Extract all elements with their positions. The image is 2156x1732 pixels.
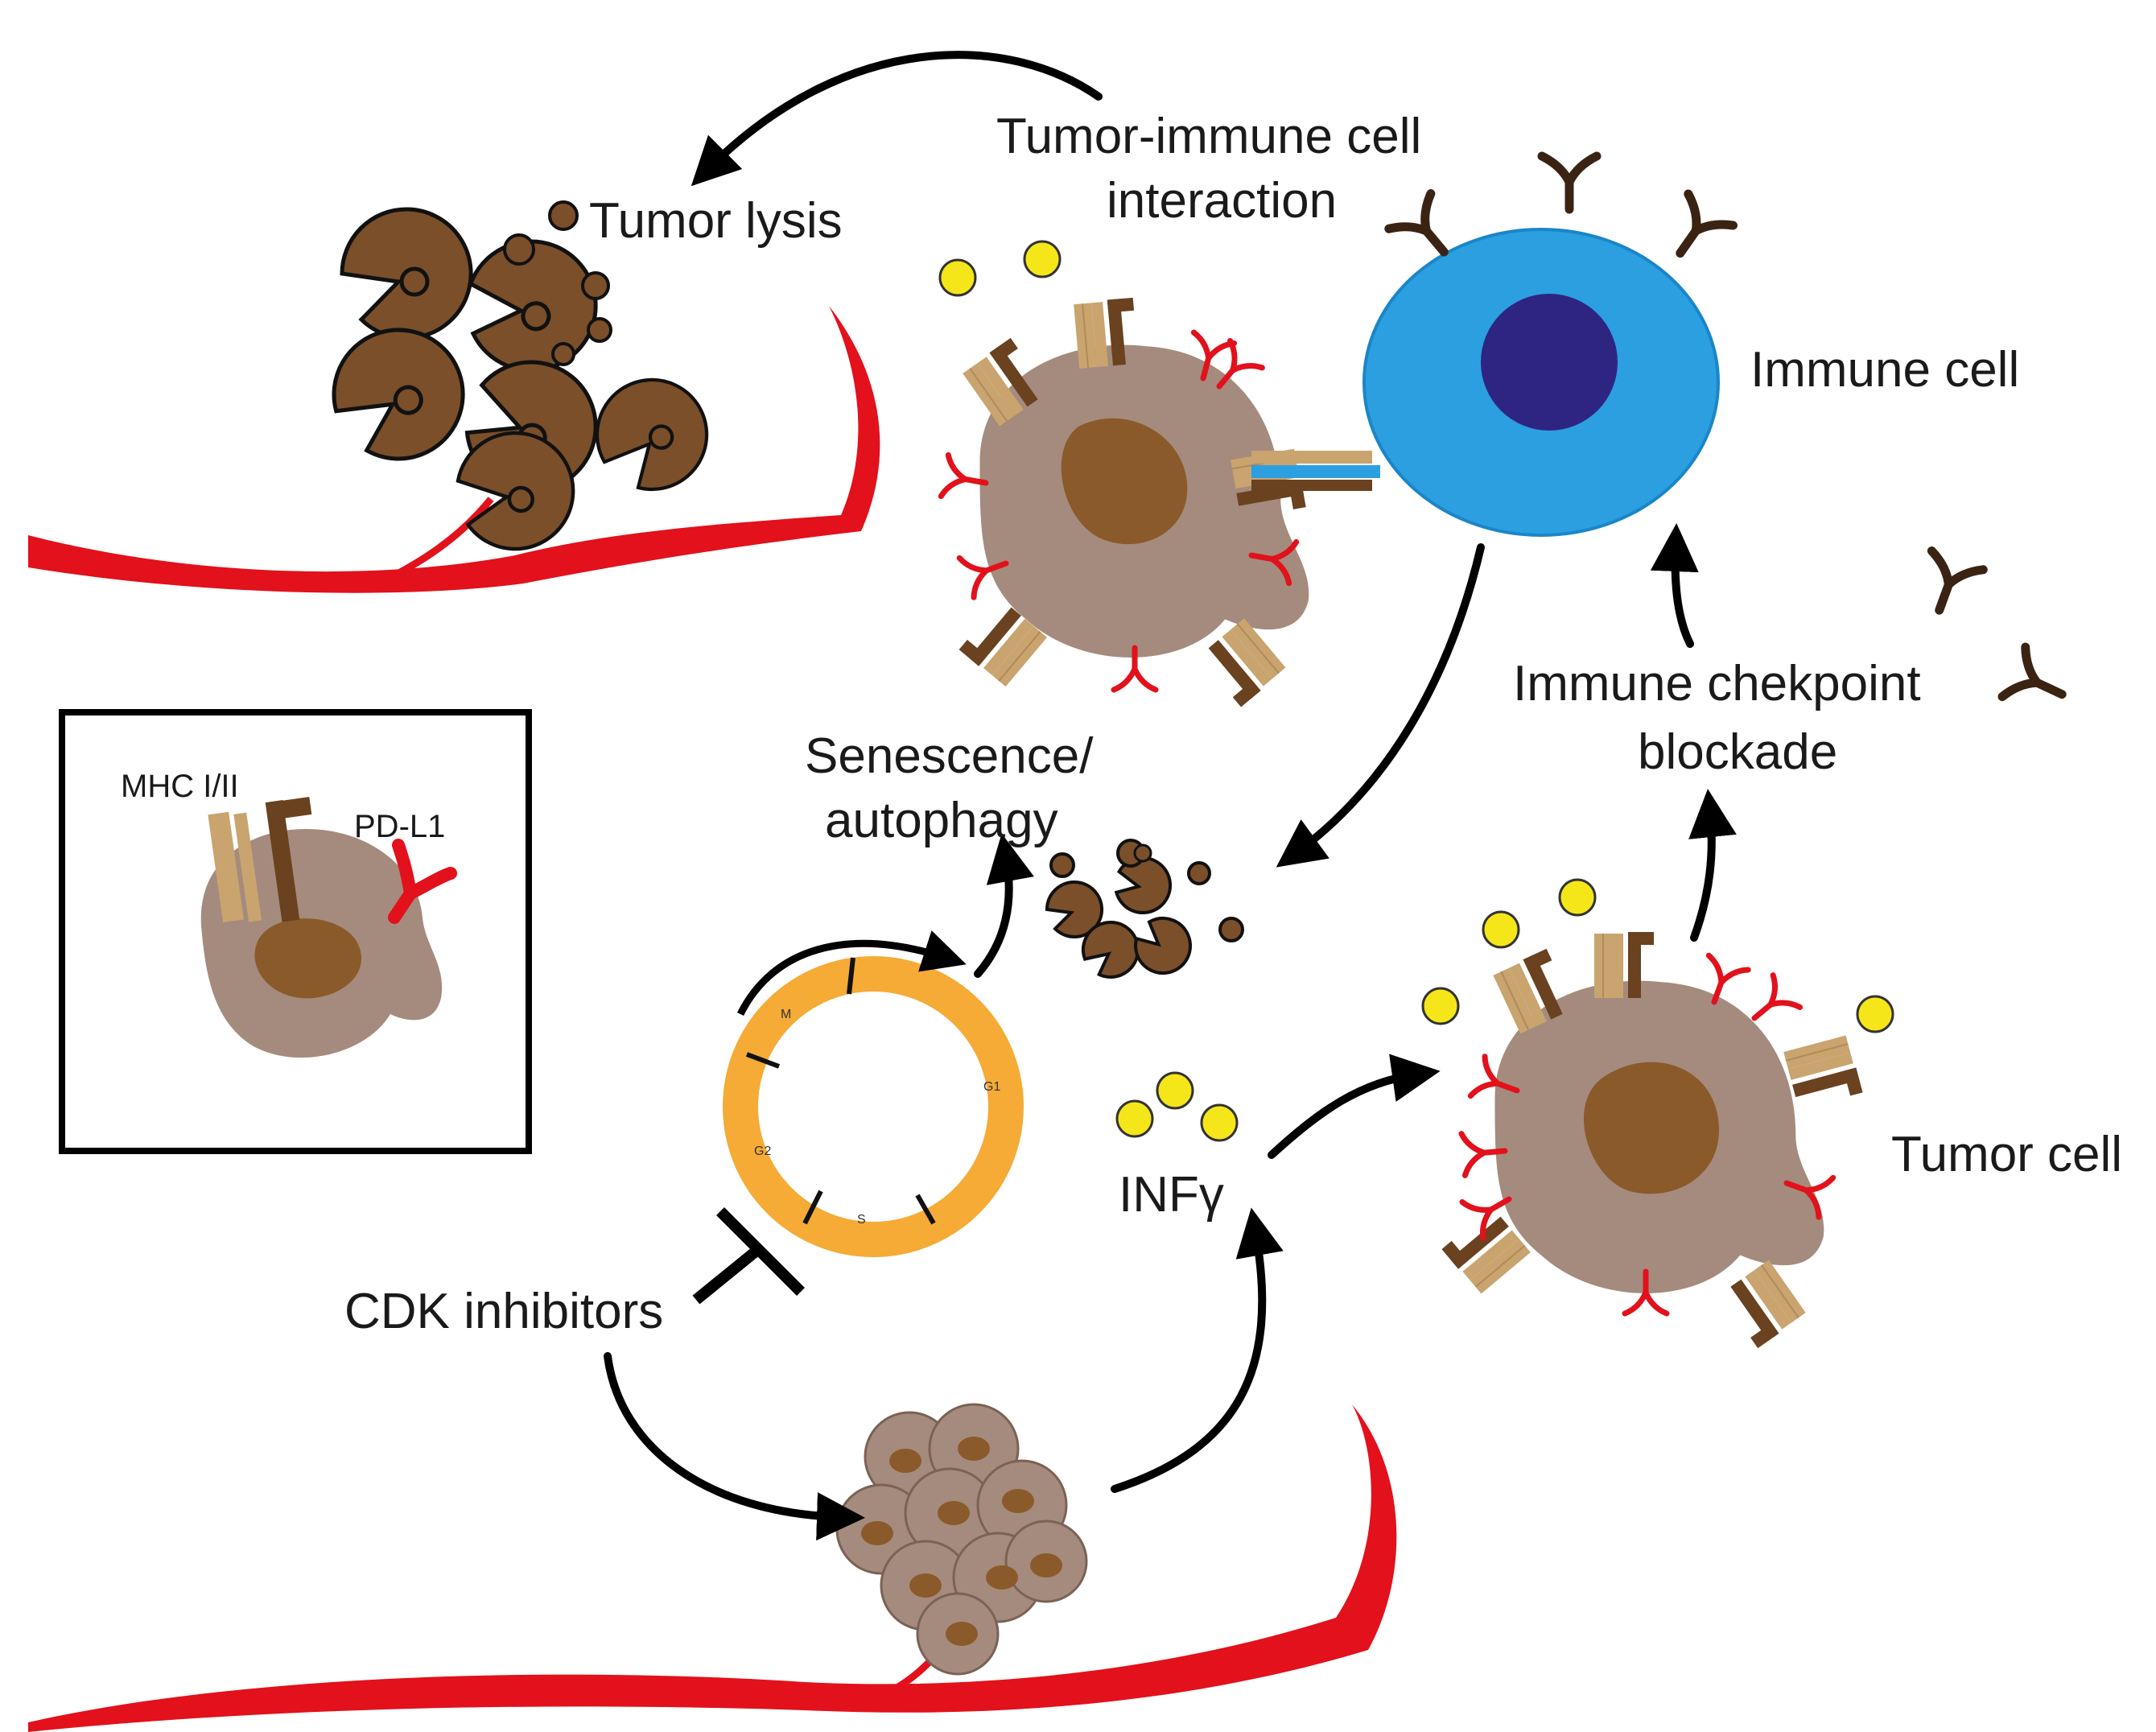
- arrow-to-senescence: [974, 833, 1034, 978]
- legend-pdl1-icon: [388, 839, 457, 924]
- cytokines-top: [938, 240, 1062, 297]
- label-checkpoint-line1: Immune chekpoint: [1513, 656, 1921, 711]
- phase-label-m: M: [781, 1008, 791, 1021]
- label-senescence-line2: autophagy: [825, 793, 1058, 848]
- immune-cell: [1362, 228, 1720, 537]
- cell-cycle-ring: M G1 S G2: [723, 956, 1024, 1257]
- label-senescence-line1: Senescence/: [805, 728, 1094, 784]
- legend-tumor-cell: [200, 797, 457, 1058]
- label-immune-cell: Immune cell: [1750, 342, 2019, 398]
- arrow-cdk-to-cluster: [604, 1352, 865, 1541]
- label-cdk-inhibitors: CDK inhibitors: [344, 1284, 663, 1339]
- legend-pdl1-label: PD-L1: [354, 809, 445, 844]
- arrow-cluster-to-infg: [1111, 1207, 1284, 1493]
- tumor-nucleus-right: [1583, 1062, 1720, 1194]
- arrow-infg-to-tumor: [1268, 1054, 1441, 1159]
- arrow-blockade-to-immune: [1650, 523, 1699, 648]
- label-tumor-immune-line1: Tumor-immune cell: [996, 109, 1421, 164]
- process-arrows: [604, 51, 1737, 1541]
- cdk-inhibition-bar: [692, 1207, 805, 1305]
- legend-mhc-label: MHC I/II: [121, 769, 239, 804]
- legend-mhc-icon: [208, 797, 312, 923]
- checkpoint-antibodies: [1914, 551, 2074, 720]
- label-tumor-cell: Tumor cell: [1891, 1127, 2122, 1182]
- label-infg: INFγ: [1119, 1167, 1224, 1223]
- immune-nucleus: [1481, 294, 1618, 431]
- tumor-cluster-bottom: [835, 1403, 1088, 1676]
- label-tumor-lysis: Tumor lysis: [589, 193, 843, 249]
- label-checkpoint-line2: blockade: [1638, 724, 1837, 780]
- arrow-tumor-to-blockade: [1688, 789, 1737, 942]
- phase-label-g2: G2: [754, 1144, 771, 1158]
- senescent-debris: [1045, 839, 1244, 987]
- cytokines-infg: [1115, 1071, 1239, 1142]
- phase-label-s: S: [857, 1213, 866, 1227]
- blood-vessel-top: [28, 306, 880, 593]
- tumor-lysis-debris-dot: [548, 200, 579, 231]
- cell-cycle-arrow: [736, 930, 967, 1017]
- tumor-cell-right: [1441, 931, 1864, 1350]
- label-tumor-immune-line2: interaction: [1107, 173, 1337, 229]
- tumor-nucleus: [1061, 418, 1188, 545]
- arrow-immune-to-debris: [1276, 543, 1485, 868]
- phase-label-g1: G1: [983, 1080, 1000, 1094]
- tumor-cell-interacting: [941, 296, 1380, 708]
- lysed-tumor-cluster: [319, 209, 727, 558]
- arrow-to-tumor-lysis: [690, 51, 1103, 187]
- legend-box: MHC I/II PD-L1: [59, 709, 532, 1154]
